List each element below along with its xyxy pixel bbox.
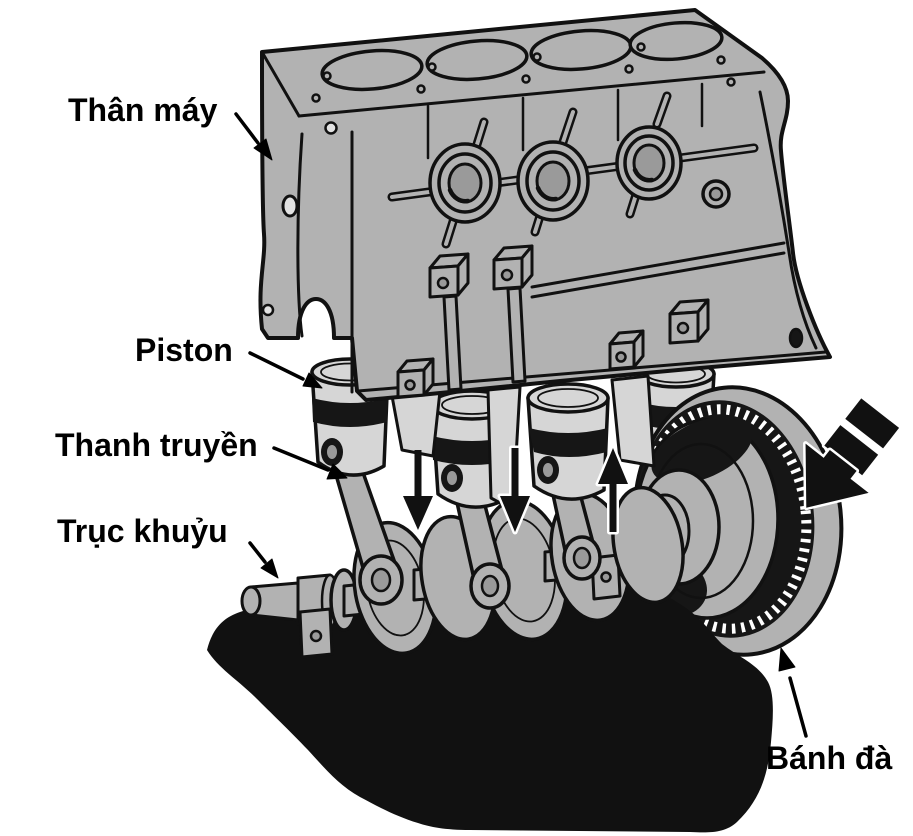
water-jacket-opening-3 bbox=[615, 125, 683, 201]
callout-arrow bbox=[272, 446, 330, 472]
callout-arrow bbox=[248, 351, 305, 381]
callout-arrow bbox=[234, 112, 260, 145]
cylinder-liners bbox=[390, 374, 656, 512]
main-bearing-boss bbox=[396, 357, 435, 399]
water-jacket-opening-2 bbox=[516, 140, 590, 222]
callout-crankshaft: Trục khuỷu bbox=[57, 513, 279, 579]
ring-gear-teeth bbox=[638, 404, 812, 634]
callout-connecting-rod: Thanh truyền bbox=[55, 427, 348, 480]
rotation-arrow-icon bbox=[803, 395, 902, 511]
water-jacket-opening-1 bbox=[428, 142, 502, 224]
oil-pan-silhouette bbox=[207, 572, 773, 833]
label-crankshaft: Trục khuỷu bbox=[57, 513, 228, 549]
main-bearing-boss bbox=[492, 244, 534, 291]
piston-3-ring-band bbox=[529, 428, 608, 457]
block-bottom-rail bbox=[356, 350, 828, 393]
cylinder-bores bbox=[320, 20, 724, 92]
callout-arrow bbox=[788, 676, 808, 738]
main-bearing-boss bbox=[608, 329, 645, 371]
motion-arrows bbox=[403, 445, 631, 535]
callout-engine-block: Thân máy bbox=[68, 92, 273, 161]
deck-bolt-holes bbox=[311, 42, 736, 103]
connecting-rods bbox=[332, 462, 602, 610]
piston-3 bbox=[526, 382, 610, 501]
piston-up-arrow-icon bbox=[595, 445, 631, 535]
callout-arrow bbox=[248, 541, 267, 564]
piston-1-ring-band bbox=[312, 398, 388, 427]
flywheel-shadow-top bbox=[651, 416, 753, 484]
piston-down-arrow-icon bbox=[403, 450, 433, 530]
main-bearing-boss bbox=[668, 298, 710, 345]
main-bearing-boss bbox=[428, 252, 470, 299]
label-engine-block: Thân máy bbox=[68, 92, 218, 128]
label-piston: Piston bbox=[135, 332, 233, 368]
callout-flywheel: Bánh đà bbox=[766, 647, 892, 776]
piston-down-arrow-icon bbox=[497, 445, 533, 535]
engine-block bbox=[258, 8, 832, 402]
label-connecting-rod: Thanh truyền bbox=[55, 427, 258, 463]
callout-piston: Piston bbox=[135, 332, 323, 389]
label-flywheel: Bánh đà bbox=[766, 740, 892, 776]
counterweight-5 bbox=[611, 485, 685, 605]
